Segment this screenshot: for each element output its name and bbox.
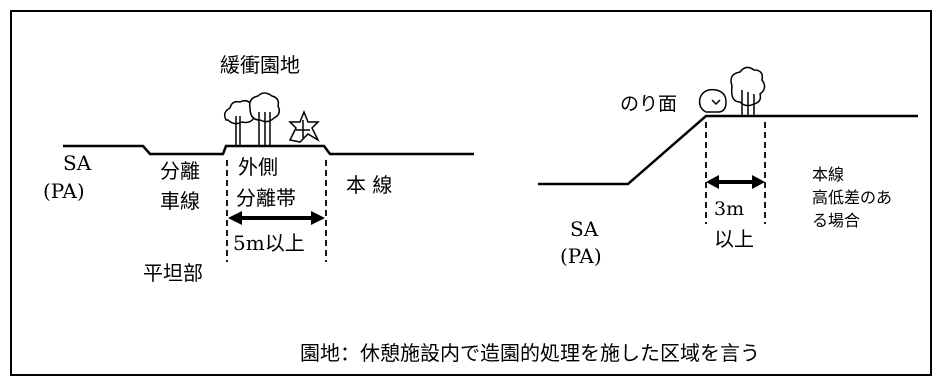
left-width-label: 5m以上 xyxy=(233,231,305,255)
tree-icon xyxy=(223,99,257,146)
sep-lane-label-1: 分離 xyxy=(160,159,200,183)
left-ground-profile xyxy=(63,144,474,156)
right-pa-label: (PA) xyxy=(560,244,602,268)
slope-label: のり面 xyxy=(620,93,677,115)
right-diagram: のり面 SA (PA) 3m 以上 本線 高低差のあ る場合 xyxy=(538,66,918,268)
left-diagram: 緩衝園地 SA (PA) 分離 車線 外側 分離帯 本 線 5m以上 平坦部 xyxy=(43,53,474,285)
outer-sep-label-1: 外側 xyxy=(238,155,278,179)
left-arrowhead-left xyxy=(228,211,242,225)
outer-sep-label-2: 分離帯 xyxy=(236,186,296,210)
definition-text: 園地：休憩施設内で造園的処理を施した区域を言う xyxy=(300,341,760,365)
tree-icon xyxy=(248,92,281,146)
right-ground-profile xyxy=(538,114,918,186)
right-main-line-label-2: 高低差のあ xyxy=(812,188,892,207)
left-main-line-label: 本 線 xyxy=(346,173,392,197)
left-arrowhead-right xyxy=(311,211,325,225)
left-pa-label: (PA) xyxy=(43,179,85,203)
left-sa-label: SA xyxy=(63,151,92,175)
right-arrowhead-left xyxy=(706,175,719,189)
shrub-icon xyxy=(288,109,320,143)
right-main-line-label-3: る場合 xyxy=(812,211,860,230)
right-arrowhead-right xyxy=(752,175,765,189)
right-width-label-1: 3m xyxy=(714,198,744,220)
left-title: 緩衝園地 xyxy=(220,53,300,77)
right-main-line-label-1: 本線 xyxy=(812,165,844,184)
right-sa-label: SA xyxy=(570,217,599,241)
sep-lane-label-2: 車線 xyxy=(160,189,200,213)
rock-icon xyxy=(698,88,727,113)
tree-icon xyxy=(730,66,766,116)
diagram-frame xyxy=(10,10,932,376)
flat-area-label: 平坦部 xyxy=(143,261,203,285)
right-width-label-2: 以上 xyxy=(714,227,754,251)
